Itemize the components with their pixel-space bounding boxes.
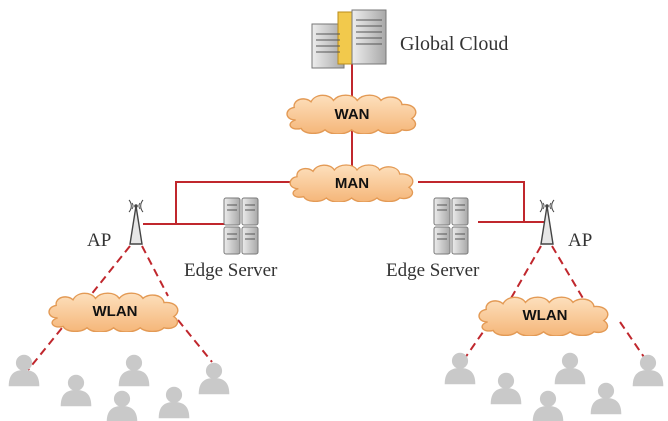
user-icon bbox=[632, 354, 664, 387]
ap-right-label: AP bbox=[568, 230, 592, 251]
user-icon bbox=[8, 354, 40, 387]
global-cloud-label: Global Cloud bbox=[400, 33, 508, 55]
link-man-left bbox=[175, 181, 290, 225]
wan-label: WAN bbox=[335, 106, 370, 123]
left-user-group bbox=[8, 354, 230, 421]
edge-server-left-label: Edge Server bbox=[184, 260, 278, 281]
wlan-right-label: WLAN bbox=[523, 307, 568, 324]
user-icon bbox=[554, 352, 586, 385]
ap-left-label: AP bbox=[87, 230, 111, 251]
link-man-right bbox=[418, 181, 525, 223]
wired-links bbox=[143, 62, 546, 225]
wifi-wlan-right-user-b bbox=[619, 321, 647, 361]
wifi-ap-right-wlan-b bbox=[551, 245, 585, 301]
wifi-ap-right-wlan-a bbox=[509, 245, 542, 301]
wifi-ap-left-wlan-b bbox=[141, 245, 169, 297]
man-label: MAN bbox=[335, 175, 369, 192]
user-icon bbox=[118, 354, 150, 387]
edge-server-right-label: Edge Server bbox=[386, 260, 480, 281]
user-icon bbox=[106, 390, 138, 421]
edge-server-right-icon bbox=[433, 197, 469, 255]
wifi-ap-left-wlan-a bbox=[89, 245, 131, 297]
wlan-left-label: WLAN bbox=[93, 303, 138, 320]
right-user-group bbox=[444, 352, 664, 421]
user-icon bbox=[60, 374, 92, 407]
user-icon bbox=[444, 352, 476, 385]
global-cloud-datacenter-icon bbox=[311, 9, 387, 69]
user-icon bbox=[532, 390, 564, 421]
user-icon bbox=[590, 382, 622, 415]
wifi-wlan-left-user-b bbox=[177, 319, 213, 363]
edge-server-left-icon bbox=[223, 197, 259, 255]
user-icon bbox=[158, 386, 190, 419]
user-icon bbox=[490, 372, 522, 405]
wifi-wlan-left-user-a bbox=[27, 317, 71, 371]
ap-left-icon bbox=[128, 199, 144, 245]
user-icon bbox=[198, 362, 230, 395]
